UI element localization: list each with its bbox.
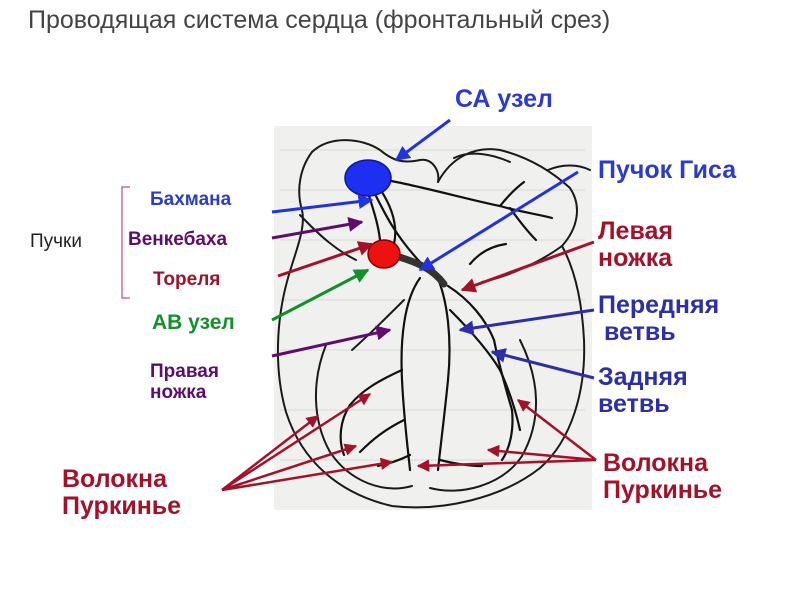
left-bundle-branch-line bbox=[434, 272, 451, 472]
label-sa-node: СА узел bbox=[455, 85, 553, 113]
anterior-fascicle-line bbox=[446, 284, 496, 342]
bundles-bracket bbox=[121, 186, 130, 299]
posterior-fascicle-arrow bbox=[490, 348, 595, 380]
label-left-branch: Левая ножка bbox=[598, 218, 673, 272]
purkinje-left-arrows bbox=[221, 392, 394, 492]
sa-node-arrow bbox=[394, 118, 451, 162]
label-bundles-group: Пучки bbox=[30, 231, 82, 252]
his-bundle-arrow bbox=[418, 170, 579, 272]
label-purkinje-right: Волокна Пуркинье bbox=[603, 450, 722, 504]
right-bundle-branch-line bbox=[400, 276, 422, 472]
label-purkinje-left: Волокна Пуркинье bbox=[62, 466, 181, 520]
page-title: Проводящая система сердца (фронтальный с… bbox=[28, 6, 611, 34]
label-purkinje-left-line2: Пуркинье bbox=[62, 492, 182, 520]
anterior-fascicle-arrow bbox=[458, 308, 595, 336]
label-purkinje-right-line1: Волокна bbox=[603, 449, 709, 477]
label-right-branch-line2: ножка bbox=[150, 381, 207, 403]
label-posterior-line2: ветвь bbox=[598, 390, 670, 418]
label-purkinje-left-line1: Волокна bbox=[62, 465, 168, 493]
label-purkinje-right-line2: Пуркинье bbox=[603, 476, 723, 504]
label-posterior-fascicle: Задняя ветвь bbox=[598, 364, 688, 418]
purkinje-right-arrows bbox=[416, 399, 597, 472]
wenckebach-arrow bbox=[271, 216, 364, 240]
label-anterior-line2: ветвь bbox=[604, 318, 676, 346]
thorel-arrow bbox=[277, 241, 374, 278]
label-left-branch-line2: ножка bbox=[598, 244, 673, 272]
av-node-arrow bbox=[271, 268, 370, 322]
label-thorel: Тореля bbox=[153, 269, 221, 290]
av-node bbox=[367, 239, 401, 269]
label-right-branch-line1: Правая bbox=[150, 361, 219, 382]
posterior-fascicle-line bbox=[448, 308, 502, 372]
sa-node bbox=[344, 159, 392, 197]
right-branch-arrow bbox=[271, 325, 392, 358]
label-anterior-line1: Передняя bbox=[598, 291, 720, 319]
label-posterior-line1: Задняя bbox=[598, 363, 688, 391]
bachmann-bundle-line bbox=[384, 178, 554, 220]
label-right-branch: Правая ножка bbox=[150, 361, 219, 403]
label-av-node: АВ узел bbox=[152, 311, 235, 334]
label-left-branch-line1: Левая bbox=[598, 217, 673, 245]
label-bachmann: Бахмана bbox=[150, 189, 232, 210]
scan-texture bbox=[280, 149, 585, 461]
left-branch-arrow bbox=[460, 240, 595, 293]
label-bundle-his: Пучок Гиса bbox=[598, 156, 737, 184]
bachmann-arrow bbox=[271, 194, 374, 214]
label-anterior-fascicle: Передняя ветвь bbox=[598, 292, 719, 346]
label-wenckebach: Венкебаха bbox=[128, 229, 228, 250]
